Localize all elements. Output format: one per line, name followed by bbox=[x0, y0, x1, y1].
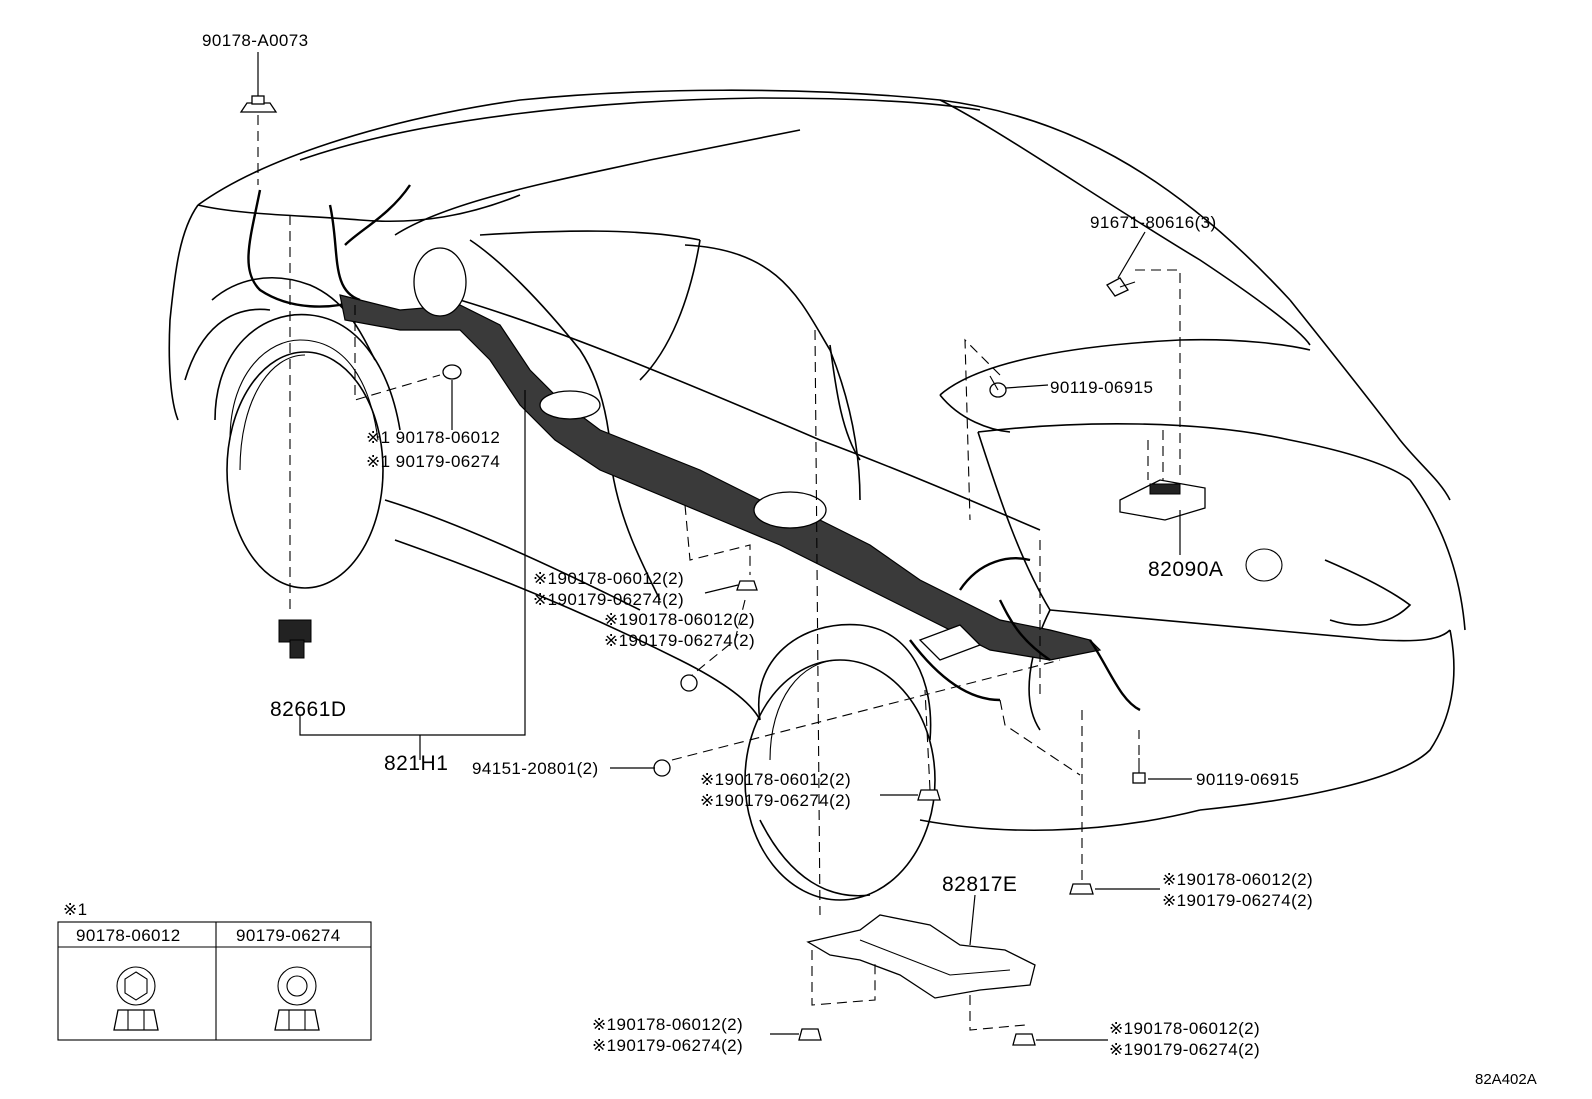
label-90179-06274-group-b[interactable]: ※190179-06274(2) bbox=[604, 631, 755, 650]
assembly-dashed-lines bbox=[257, 115, 1181, 1031]
clip-left-upper bbox=[442, 364, 462, 380]
label-90178-06012-group-f[interactable]: ※190178-06012(2) bbox=[1109, 1019, 1260, 1038]
label-90179-06274-group-d[interactable]: ※190179-06274(2) bbox=[1162, 891, 1313, 910]
label-90179-06274-group-e[interactable]: ※190179-06274(2) bbox=[592, 1036, 743, 1055]
protector-82817E bbox=[806, 914, 1036, 999]
nut-flange-icon bbox=[113, 966, 159, 1031]
label-90178-A0073[interactable]: 90178-A0073 bbox=[202, 31, 309, 50]
label-82090A[interactable]: 82090A bbox=[1148, 558, 1223, 581]
nut-group-E bbox=[798, 1028, 822, 1041]
nut-group-D bbox=[1069, 883, 1094, 895]
label-90178-06012-group-d[interactable]: ※190178-06012(2) bbox=[1162, 870, 1313, 889]
vehicle-body-outline bbox=[168, 89, 1466, 901]
nut-hex-icon bbox=[274, 966, 320, 1031]
label-90179-06274-group-f[interactable]: ※190179-06274(2) bbox=[1109, 1040, 1260, 1059]
nut-group-F bbox=[1012, 1033, 1036, 1046]
legend-col2-label: 90179-06274 bbox=[236, 926, 341, 945]
label-91671-80616[interactable]: 91671-80616(3) bbox=[1090, 213, 1217, 232]
sensor-82661D bbox=[278, 619, 312, 659]
bolt-91671-80616 bbox=[1106, 277, 1136, 297]
legend-marker: ※1 bbox=[63, 900, 88, 919]
label-90178-06012-group-e[interactable]: ※190178-06012(2) bbox=[592, 1015, 743, 1034]
legend-box: ※1 90178-06012 90179-06274 bbox=[57, 900, 372, 1041]
nut-group-A bbox=[736, 580, 758, 591]
label-90178-06012-group-c[interactable]: ※190178-06012(2) bbox=[700, 770, 851, 789]
label-82661D[interactable]: 82661D bbox=[270, 698, 347, 721]
bolt-90119-06915-top bbox=[989, 375, 1007, 398]
clip-94151-20801 bbox=[653, 759, 671, 777]
part-labels: 90178-A0073 91671-80616(3) 90119-06915 ※… bbox=[202, 31, 1313, 1059]
figure-reference: 82A402A bbox=[1475, 1071, 1537, 1088]
nut-group-B bbox=[680, 674, 698, 692]
leader-lines bbox=[257, 52, 1192, 1041]
label-90178-06012-left[interactable]: ※1 90178-06012 bbox=[366, 428, 500, 447]
label-90179-06274-left[interactable]: ※1 90179-06274 bbox=[366, 452, 500, 471]
label-94151-20801[interactable]: 94151-20801(2) bbox=[472, 759, 599, 778]
bolt-90119-06915-bottom bbox=[1132, 758, 1146, 784]
label-821H1[interactable]: 821H1 bbox=[384, 752, 448, 775]
legend-col1-label: 90178-06012 bbox=[76, 926, 181, 945]
bracket-82090A bbox=[1119, 479, 1206, 521]
label-90178-06012-group-a[interactable]: ※190178-06012(2) bbox=[533, 569, 684, 588]
label-90179-06274-group-c[interactable]: ※190179-06274(2) bbox=[700, 791, 851, 810]
nut-group-C bbox=[917, 789, 941, 801]
fastener-90178-A0073 bbox=[239, 95, 278, 113]
wiring-harness-821H1 bbox=[247, 184, 1141, 712]
label-90179-06274-group-a[interactable]: ※190179-06274(2) bbox=[533, 590, 684, 609]
label-90119-06915-top[interactable]: 90119-06915 bbox=[1050, 378, 1153, 397]
label-90178-06012-group-b[interactable]: ※190178-06012(2) bbox=[604, 610, 755, 629]
label-82817E[interactable]: 82817E bbox=[942, 873, 1017, 896]
label-90119-06915-bottom[interactable]: 90119-06915 bbox=[1196, 770, 1299, 789]
